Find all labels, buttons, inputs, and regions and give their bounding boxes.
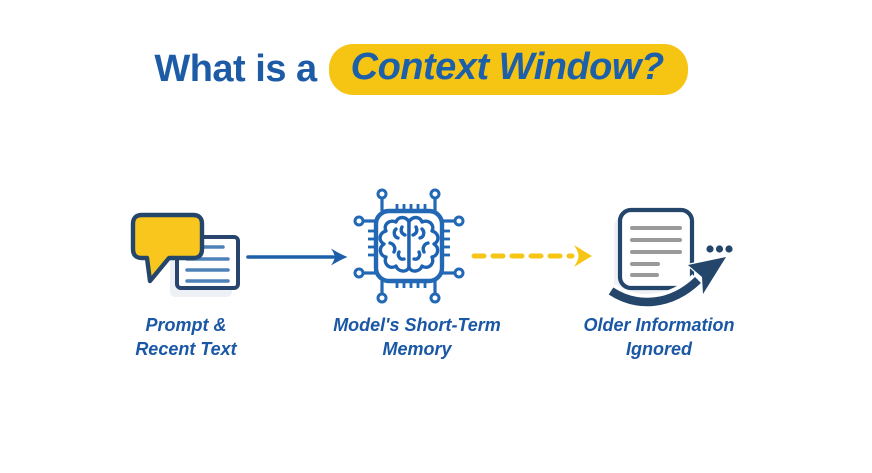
swoosh-curve [608, 276, 701, 307]
document-swoosh-arrow-icon [606, 207, 733, 310]
step-label-line: Memory [382, 339, 452, 359]
chip-pins [353, 188, 465, 304]
brain-glyph [378, 215, 440, 273]
step-label-line: Prompt & [145, 315, 227, 335]
step-label-prompt: Prompt & Recent Text [76, 313, 296, 361]
title-prefix: What is a [154, 48, 317, 90]
step-label-line: Ignored [626, 339, 692, 359]
title-highlight-pill: Context Window? [328, 44, 688, 95]
title-highlight-text: Context Window? [350, 46, 665, 88]
chat-bubble-document-icon [130, 212, 240, 297]
solid-arrow-icon [246, 248, 348, 266]
step-label-ignored: Older Information Ignored [549, 313, 769, 361]
step-label-memory: Model's Short-Term Memory [307, 313, 527, 361]
step-label-line: Recent Text [135, 339, 237, 359]
ellipsis-icon [706, 245, 733, 253]
document-text-lines [630, 226, 682, 277]
step-label-line: Older Information [583, 315, 735, 335]
brain-chip-icon [353, 188, 465, 304]
swoosh-arrowhead [685, 255, 729, 299]
speech-bubble [130, 212, 205, 284]
step-label-line: Model's Short-Term [333, 315, 501, 335]
page-title: What is a Context Window? [0, 44, 857, 95]
dashed-arrow-icon [471, 245, 592, 267]
